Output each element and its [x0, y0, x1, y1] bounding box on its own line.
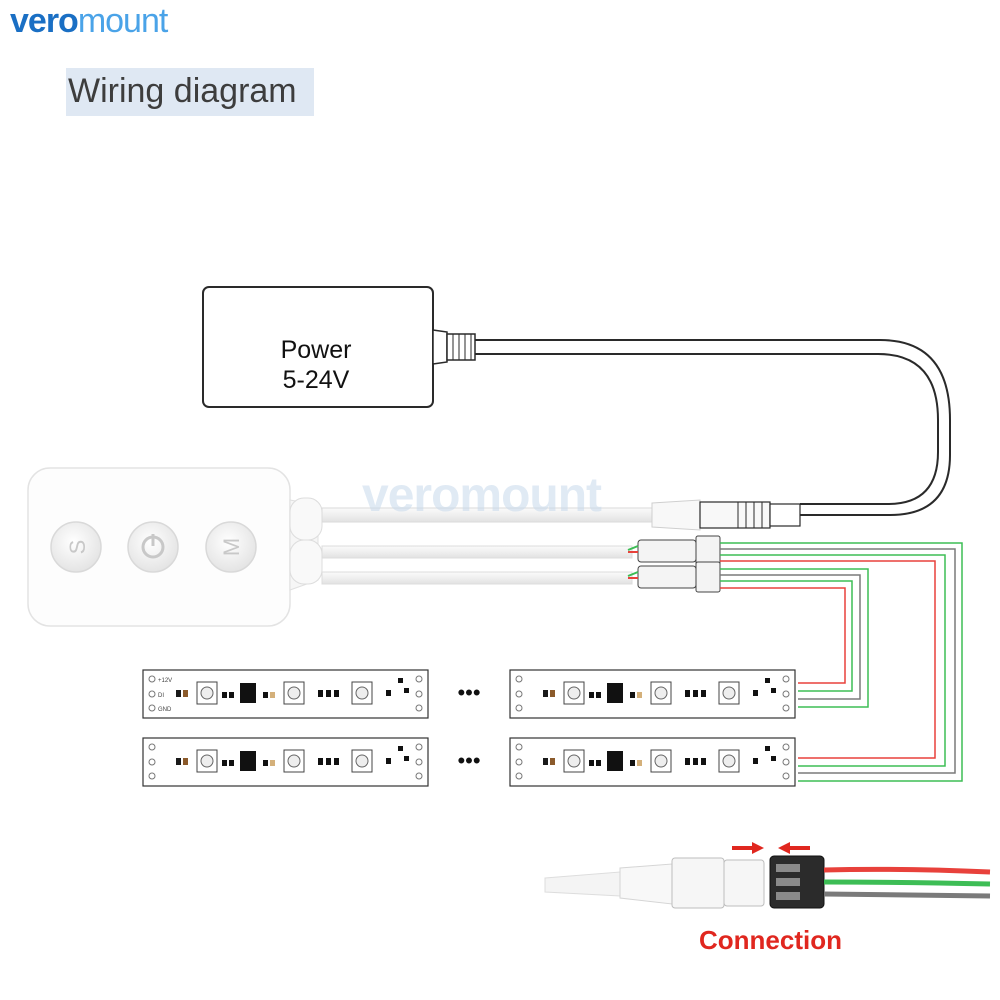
power-voltage: 5-24V [283, 366, 350, 394]
strip-ellipsis-2: ••• [457, 748, 480, 773]
controller-dc-cable [321, 499, 801, 531]
connection-detail [544, 842, 991, 909]
button-power[interactable] [127, 521, 179, 573]
power-label: Power [281, 336, 352, 364]
watermark: veromount [362, 469, 602, 522]
strip-ellipsis-1: ••• [457, 680, 480, 705]
pad-12v: +12V [158, 678, 172, 684]
title-highlight [66, 68, 314, 116]
brand-logo: veromount [10, 2, 168, 41]
controller-output-cables [321, 535, 721, 593]
button-s-label: S [65, 540, 90, 555]
power-supply: Power 5-24V [202, 286, 951, 516]
connection-label: Connection [699, 925, 842, 955]
controller: S M [27, 467, 323, 627]
button-m-label: M [219, 538, 244, 556]
button-m[interactable]: M [205, 521, 257, 573]
strip-2-left [142, 737, 429, 787]
strip-1-left: +12V DI GND [142, 669, 429, 719]
pad-di: DI [158, 693, 164, 699]
brand-logo-part2: mount [77, 2, 168, 40]
arrow-right-icon [732, 842, 764, 854]
strip-1-right [509, 669, 796, 719]
pad-gnd: GND [158, 707, 172, 713]
button-s[interactable]: S [50, 521, 102, 573]
strip-2-right [509, 737, 796, 787]
led-strips: +12V DI GND [142, 669, 796, 787]
arrow-left-icon [778, 842, 810, 854]
page-title: Wiring diagram [68, 72, 297, 110]
brand-logo-part1: vero [10, 2, 79, 40]
strip-wires [720, 542, 963, 782]
